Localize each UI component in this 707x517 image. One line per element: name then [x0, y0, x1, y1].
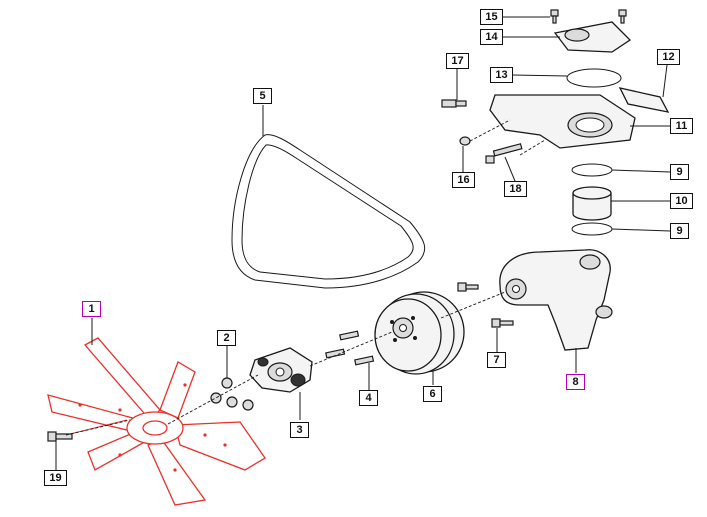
plug[interactable]: [459, 136, 471, 146]
assembly-lines: [65, 119, 546, 436]
bracket[interactable]: [618, 87, 670, 113]
callout-13[interactable]: 13: [490, 67, 513, 83]
callout-7[interactable]: 7: [487, 352, 506, 368]
callout-9-lower[interactable]: 9: [670, 223, 689, 239]
callout-9-upper[interactable]: 9: [670, 164, 689, 180]
callout-11[interactable]: 11: [670, 118, 693, 134]
water-pump-pulley[interactable]: [374, 291, 465, 375]
callout-1[interactable]: 1: [82, 301, 101, 317]
fan-hub[interactable]: [249, 347, 313, 393]
callout-16[interactable]: 16: [452, 172, 475, 188]
cover-bolts[interactable]: [550, 9, 627, 24]
leader-lines: [55, 16, 671, 470]
housing-bolt[interactable]: [485, 143, 523, 164]
nuts[interactable]: [210, 377, 254, 411]
water-outlet-cover[interactable]: [553, 21, 632, 53]
callout-15[interactable]: 15: [480, 9, 503, 25]
callout-4[interactable]: 4: [359, 390, 378, 406]
bypass-hose[interactable]: [572, 186, 612, 221]
callout-19[interactable]: 19: [44, 470, 67, 486]
callout-17[interactable]: 17: [446, 53, 469, 69]
cooling-fan[interactable]: [47, 337, 266, 506]
studs[interactable]: [325, 330, 375, 366]
callout-8[interactable]: 8: [566, 374, 585, 390]
pump-bolts[interactable]: [457, 282, 514, 328]
gasket[interactable]: [566, 68, 622, 88]
callout-12[interactable]: 12: [657, 49, 680, 65]
temperature-sensor[interactable]: [441, 99, 467, 108]
callout-5[interactable]: 5: [253, 88, 272, 104]
drive-belt[interactable]: [231, 134, 426, 289]
fan-bolt[interactable]: [47, 431, 73, 442]
callout-2[interactable]: 2: [217, 330, 236, 346]
water-pump[interactable]: [499, 249, 613, 351]
water-inlet-housing[interactable]: [489, 94, 636, 149]
callout-10[interactable]: 10: [670, 193, 693, 209]
callout-18[interactable]: 18: [504, 181, 527, 197]
callout-14[interactable]: 14: [480, 29, 503, 45]
callout-6[interactable]: 6: [423, 386, 442, 402]
callout-3[interactable]: 3: [290, 422, 309, 438]
